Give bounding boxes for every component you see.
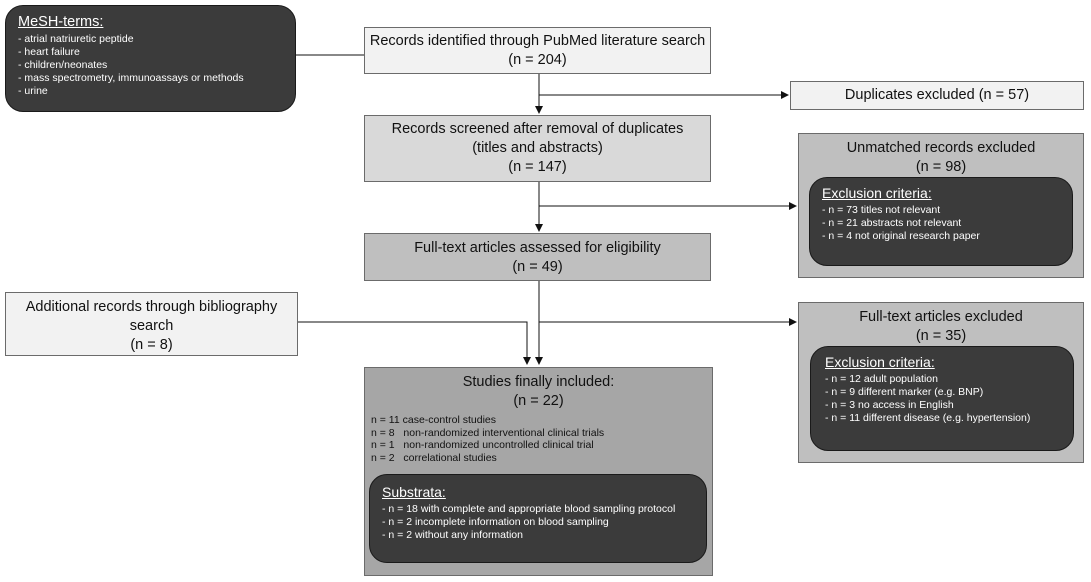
mesh-term: - heart failure	[18, 46, 80, 58]
substrata-title: Substrata:	[382, 484, 446, 500]
study-type-item: n = 2 correlational studies	[371, 451, 497, 464]
criteria-item: - n = 9 different marker (e.g. BNP)	[825, 386, 984, 398]
criteria-item: - n = 12 adult population	[825, 373, 938, 385]
unmatched-criteria-box: Exclusion criteria: - n = 73 titles not …	[809, 177, 1073, 266]
fulltext-criteria-title: Exclusion criteria:	[825, 354, 935, 370]
fulltext-excluded-title: Full-text articles excluded	[859, 309, 1023, 325]
study-type-item: n = 1 non-randomized uncontrolled clinic…	[371, 439, 594, 451]
fulltext-assessed-count: (n = 49)	[512, 259, 563, 275]
mesh-term: - atrial natriuretic peptide	[18, 33, 134, 45]
fulltext-assessed-label: Full-text articles assessed for eligibil…	[414, 240, 661, 256]
additional-records-sub: search	[129, 318, 174, 334]
records-screened-box: Records screened after removal of duplic…	[364, 115, 711, 182]
criteria-item: - n = 73 titles not relevant	[822, 204, 941, 216]
substrata-item: - n = 2 incomplete information on blood …	[382, 516, 609, 528]
study-type-item: n = 8 non-randomized interventional clin…	[371, 426, 605, 439]
records-screened-count: (n = 147)	[508, 159, 567, 175]
unmatched-excluded-title: Unmatched records excluded	[846, 140, 1036, 156]
records-identified-box: Records identified through PubMed litera…	[364, 27, 711, 74]
studies-included-count: (n = 22)	[513, 393, 564, 409]
records-screened-sub: (titles and abstracts)	[472, 140, 603, 156]
records-screened-label: Records screened after removal of duplic…	[391, 121, 684, 137]
arrow-additional-to-included	[298, 321, 531, 365]
duplicates-excluded-label: Duplicates excluded (n = 57)	[844, 87, 1030, 103]
mesh-term: - children/neonates	[18, 59, 108, 71]
unmatched-criteria-title: Exclusion criteria:	[822, 185, 932, 201]
records-identified-count: (n = 204)	[508, 52, 567, 68]
studies-included-title: Studies finally included:	[462, 374, 615, 390]
substrata-item: - n = 18 with complete and appropriate b…	[382, 503, 676, 515]
criteria-item: - n = 3 no access in English	[825, 399, 954, 411]
fulltext-assessed-box: Full-text articles assessed for eligibil…	[364, 233, 711, 281]
substrata-box: Substrata: - n = 18 with complete and ap…	[369, 474, 707, 563]
additional-records-count: (n = 8)	[130, 337, 173, 353]
criteria-item: - n = 4 not original research paper	[822, 230, 980, 242]
criteria-item: - n = 21 abstracts not relevant	[822, 217, 962, 229]
unmatched-excluded-count: (n = 98)	[915, 159, 967, 175]
criteria-item: - n = 11 different disease (e.g. hyperte…	[825, 412, 1031, 424]
fulltext-excluded-count: (n = 35)	[915, 328, 967, 344]
additional-records-box: Additional records through bibliography …	[5, 292, 298, 356]
additional-records-label: Additional records through bibliography	[25, 299, 278, 315]
mesh-terms-box: MeSH-terms: - atrial natriuretic peptide…	[5, 5, 296, 112]
duplicates-excluded-box: Duplicates excluded (n = 57)	[790, 81, 1084, 110]
fulltext-criteria-box: Exclusion criteria: - n = 12 adult popul…	[810, 346, 1074, 451]
mesh-term: - urine	[18, 85, 48, 97]
mesh-terms-title: MeSH-terms:	[18, 14, 104, 30]
study-type-item: n = 11 case-control studies	[371, 414, 497, 426]
substrata-item: - n = 2 without any information	[382, 529, 523, 541]
mesh-term: - mass spectrometry, immunoassays or met…	[18, 72, 244, 84]
records-identified-label: Records identified through PubMed litera…	[369, 33, 706, 49]
